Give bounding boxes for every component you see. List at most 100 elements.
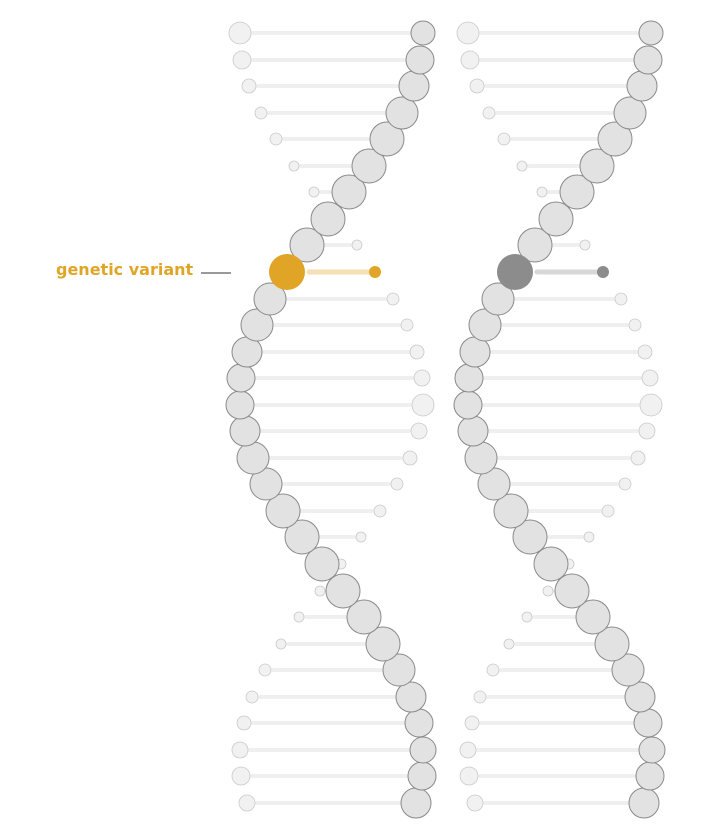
left-back-bead [254,106,268,120]
left-front-bead [382,653,416,687]
left-back-bead [245,690,259,704]
left-back-bead [409,344,425,360]
left-front-bead [407,761,437,791]
right-back-bead [628,318,642,332]
right-back-bead [542,585,554,597]
left-back-bead [258,663,272,677]
left-front-bead [284,519,320,555]
right-back-bead [459,741,477,759]
right-front-bead [538,201,574,237]
right-front-bead [628,787,660,819]
left-back-bead [238,794,256,812]
left-back-bead [231,741,249,759]
right-back-bead [497,132,511,146]
left-back-bead [231,766,251,786]
right-variant-bead [497,254,533,290]
left-back-bead [413,369,431,387]
right-back-bead [516,160,528,172]
genetic-variant-label: genetic variant [56,260,194,279]
right-front-bead [517,227,553,263]
left-front-bead [229,415,261,447]
left-front-bead [253,282,287,316]
right-front-bead [638,736,666,764]
left-back-bead [402,450,418,466]
left-front-bead [236,441,270,475]
right-front-bead [454,363,484,393]
left-back-bead [355,531,367,543]
left-front-bead [310,201,346,237]
left-front-bead [404,708,434,738]
left-front-bead [385,96,419,130]
left-back-bead [386,292,400,306]
right-front-bead [481,282,515,316]
dna-helix-with-variant [225,20,437,819]
left-front-bead [331,174,367,210]
right-back-bead [579,239,591,251]
left-back-bead [400,318,414,332]
right-back-bead [456,21,480,45]
left-back-bead [314,585,326,597]
right-front-bead [493,493,529,529]
dna-helix-reference [453,20,666,819]
right-front-bead [457,415,489,447]
left-back-bead [228,21,252,45]
right-front-bead [579,148,615,184]
right-front-bead [611,653,645,687]
right-back-bead [459,766,479,786]
right-back-bead [601,504,615,518]
left-front-bead [410,20,436,46]
right-front-bead [633,45,663,75]
left-front-bead [409,736,437,764]
left-back-bead [308,186,320,198]
right-front-bead [626,70,658,102]
left-back-bead [411,393,435,417]
left-front-bead [405,45,435,75]
left-variant-partner-bead [369,266,381,278]
right-back-bead [638,422,656,440]
left-front-bead [346,599,382,635]
right-back-bead [486,663,500,677]
left-back-bead [351,239,363,251]
left-front-bead [365,626,401,662]
left-front-bead [304,546,340,582]
right-front-bead [559,174,595,210]
right-front-bead [554,573,590,609]
right-back-bead [639,393,663,417]
right-front-bead [594,626,630,662]
right-back-bead [521,611,533,623]
left-back-bead [241,78,257,94]
right-front-bead [638,20,664,46]
right-front-bead [635,761,665,791]
left-back-bead [293,611,305,623]
right-back-bead [536,186,548,198]
right-back-bead [641,369,659,387]
left-front-bead [289,227,325,263]
right-front-bead [464,441,498,475]
right-back-bead [630,450,646,466]
right-back-bead [482,106,496,120]
right-front-bead [613,96,647,130]
right-back-bead [637,344,653,360]
right-back-bead [473,690,487,704]
right-back-bead [464,715,480,731]
left-back-bead [275,638,287,650]
left-front-bead [351,148,387,184]
right-back-bead [618,477,632,491]
right-front-bead [575,599,611,635]
right-back-bead [614,292,628,306]
right-front-bead [453,390,483,420]
left-front-bead [369,121,405,157]
right-front-bead [633,708,663,738]
left-front-bead [325,573,361,609]
right-back-bead [503,638,515,650]
left-back-bead [236,715,252,731]
left-back-bead [373,504,387,518]
left-front-bead [265,493,301,529]
left-back-bead [390,477,404,491]
right-front-bead [597,121,633,157]
left-back-bead [232,50,252,70]
left-front-bead [398,70,430,102]
right-back-bead [466,794,484,812]
left-front-bead [400,787,432,819]
